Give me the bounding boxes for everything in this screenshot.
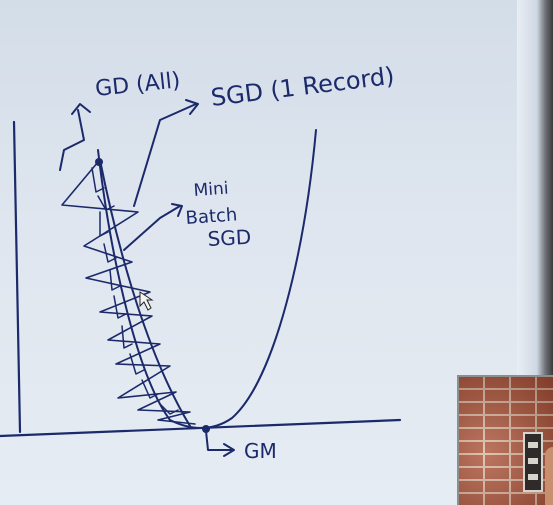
- webcam-overlay: [457, 375, 553, 505]
- sgd-pointer-arrow: [133, 99, 199, 207]
- wall-switch-panel: [523, 432, 543, 492]
- switch-slot: [528, 458, 538, 464]
- gd-label: GD (All): [94, 68, 182, 102]
- batch-label: Batch: [185, 204, 238, 229]
- mini-batch-steps: [91, 167, 179, 415]
- y-axis: [12, 120, 22, 434]
- pointer-cursor-icon: [139, 291, 154, 311]
- switch-slot: [528, 474, 538, 480]
- gd-pointer-arrow: [59, 103, 91, 171]
- mini-batch-sgd-label: SGD: [207, 225, 252, 251]
- switch-slot: [528, 442, 538, 448]
- mini-label: Mini: [193, 179, 229, 201]
- gm-label: GM: [244, 439, 277, 463]
- global-minimum-point: [202, 425, 210, 433]
- presenter-shoulder: [545, 447, 553, 505]
- x-axis: [0, 418, 402, 438]
- mini-batch-pointer-arrow: [123, 203, 183, 251]
- sgd-zigzag: [61, 161, 196, 425]
- gm-arrow: [205, 430, 235, 457]
- sgd-label: SGD (1 Record): [209, 62, 396, 112]
- gd-path: [99, 159, 191, 427]
- loss-curve: [97, 129, 317, 429]
